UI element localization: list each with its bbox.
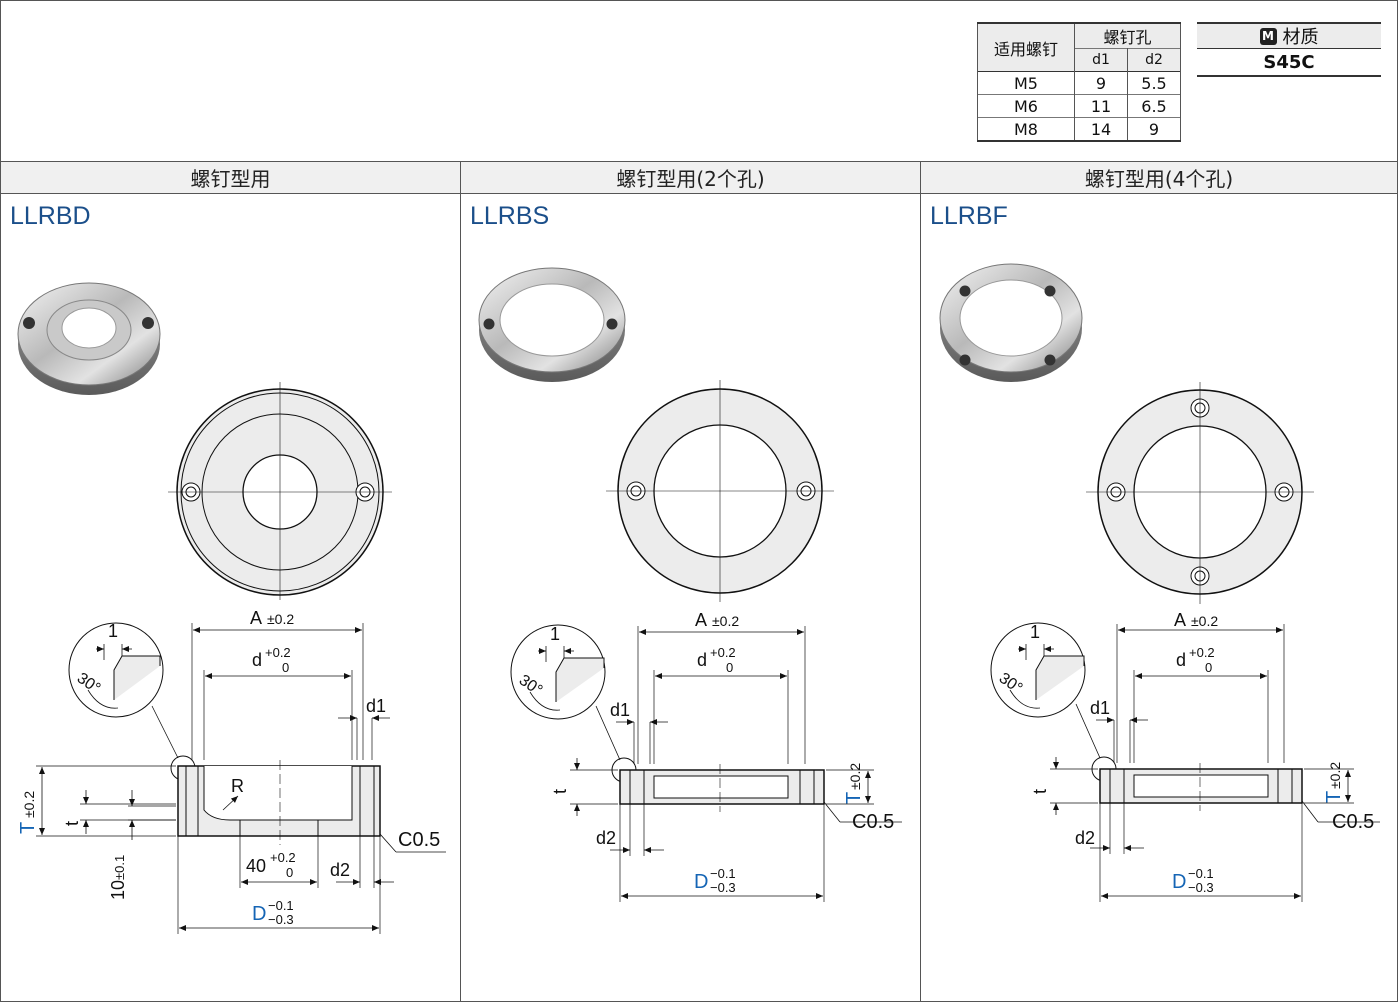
dimension-labels-llrbd: A ±0.2 d +0.2 0 d1 R 1 30° T ±0.2 t 10 ±…: [17, 608, 440, 927]
dim-d1-label: d1: [366, 696, 386, 716]
column-header-llrbd: 螺钉型用: [1, 162, 460, 194]
dim-10-label: 10: [108, 880, 128, 900]
model-name-llrbf: LLRBF: [930, 202, 1008, 230]
material-title: 材质: [1282, 27, 1319, 48]
dim-d-outer-tol-up: −0.1: [710, 866, 736, 881]
dim-d-outer-tol-low: −0.3: [1188, 880, 1214, 895]
material-box: M 材质 S45C: [1197, 22, 1381, 77]
dim-t-lower-label: t: [1030, 789, 1050, 794]
table-cell: M6: [977, 94, 1075, 118]
dim-d1-label: d1: [1090, 698, 1110, 718]
column-header-llrbs: 螺钉型用(2个孔): [461, 162, 920, 194]
dim-40-tol-low: 0: [286, 865, 293, 880]
dim-d-label: d: [252, 650, 262, 670]
table-cell: 14: [1074, 117, 1128, 142]
dim-d-label: d: [1176, 650, 1186, 670]
dim-a-tolerance: ±0.2: [267, 611, 294, 627]
model-name-llrbd: LLRBD: [10, 202, 91, 230]
table-cell: 6.5: [1127, 94, 1181, 118]
column-header-llrbf: 螺钉型用(4个孔): [921, 162, 1397, 194]
dim-a-tolerance: ±0.2: [712, 613, 739, 629]
dim-d-outer-tol-low: −0.3: [268, 912, 294, 927]
dim-d-tol-up: +0.2: [1189, 645, 1215, 660]
dim-t-upper-label: T: [17, 822, 39, 834]
chamfer-label: C0.5: [1332, 811, 1374, 833]
dim-d-tol-low: 0: [1205, 660, 1212, 675]
dim-d-label: d: [697, 650, 707, 670]
dim-a-tolerance: ±0.2: [1191, 613, 1218, 629]
dim-a-label: A: [250, 608, 262, 628]
chamfer-label: C0.5: [398, 829, 440, 851]
column-divider-2: [920, 161, 921, 1002]
detail-chamfer-label: 1: [550, 624, 560, 644]
table-cell: 11: [1074, 94, 1128, 118]
table-cell: 5.5: [1127, 71, 1181, 95]
material-badge: M: [1259, 27, 1277, 45]
photo-llrbf: [939, 263, 1083, 382]
table-cell: M8: [977, 117, 1075, 142]
dim-t-lower-label: t: [550, 789, 570, 794]
column-divider-1: [460, 161, 461, 1002]
model-name-llrbs: LLRBS: [470, 202, 550, 230]
dim-t-upper-tol: ±0.2: [847, 763, 863, 790]
photo-llrbd: [17, 282, 161, 395]
dim-40-label: 40: [246, 856, 266, 876]
dim-d1-label: d1: [610, 700, 630, 720]
top-view-llrbs: [606, 380, 834, 602]
dim-t-upper-tol: ±0.2: [21, 791, 37, 818]
dim-t-upper-label: T: [843, 792, 865, 804]
material-header: M 材质: [1197, 22, 1381, 49]
dim-t-upper-tol: ±0.2: [1327, 762, 1343, 789]
dim-a-label: A: [1174, 610, 1186, 630]
top-view-llrbd: [168, 382, 392, 600]
dim-d2-label: d2: [1075, 828, 1095, 848]
d2-header: d2: [1127, 48, 1181, 72]
section-llrbs: [510, 624, 902, 902]
dim-d2-label: d2: [596, 828, 616, 848]
dimension-labels-llrbs: A ±0.2 d +0.2 0 d1 1 30° t T ±0.2 d2 C0.…: [516, 610, 895, 895]
dim-d-outer-tol-low: −0.3: [710, 880, 736, 895]
dim-d-tol-low: 0: [726, 660, 733, 675]
dim-d-tol-up: +0.2: [265, 645, 291, 660]
top-view-llrbf: [1086, 382, 1314, 604]
screw-header: 适用螺钉: [977, 22, 1075, 72]
dim-d-tol-low: 0: [282, 660, 289, 675]
screw-hole-table: 适用螺钉 螺钉孔 d1 d2 M5 9 5.5 M6 11 6.5 M8 14 …: [977, 22, 1181, 142]
dim-t-lower-label: t: [62, 821, 82, 826]
dim-d-outer-label: D: [694, 871, 708, 893]
dim-d-outer-label: D: [1172, 871, 1186, 893]
chamfer-label: C0.5: [852, 811, 894, 833]
material-value: S45C: [1197, 49, 1381, 77]
detail-chamfer-label: 1: [1030, 622, 1040, 642]
dim-d-outer-tol-up: −0.1: [268, 898, 294, 913]
dim-r-label: R: [231, 776, 244, 796]
dim-40-tol-up: +0.2: [270, 850, 296, 865]
dim-t-upper-label: T: [1323, 791, 1345, 803]
section-llrbd: [36, 622, 446, 934]
detail-chamfer-label: 1: [108, 621, 118, 641]
section-llrbf: [990, 622, 1380, 902]
table-cell: 9: [1127, 117, 1181, 142]
dim-d2-label: d2: [330, 860, 350, 880]
dim-d-tol-up: +0.2: [710, 645, 736, 660]
dim-a-label: A: [695, 610, 707, 630]
hole-header: 螺钉孔: [1074, 22, 1181, 49]
dim-10-tol: ±0.1: [112, 855, 127, 880]
header-divider: [0, 161, 1398, 162]
dim-d-outer-tol-up: −0.1: [1188, 866, 1214, 881]
photo-llrbs: [478, 267, 626, 382]
dimension-labels-llrbf: A ±0.2 d +0.2 0 d1 1 30° t T ±0.2 d2 C0.…: [996, 610, 1375, 895]
dim-d-outer-label: D: [252, 903, 266, 925]
